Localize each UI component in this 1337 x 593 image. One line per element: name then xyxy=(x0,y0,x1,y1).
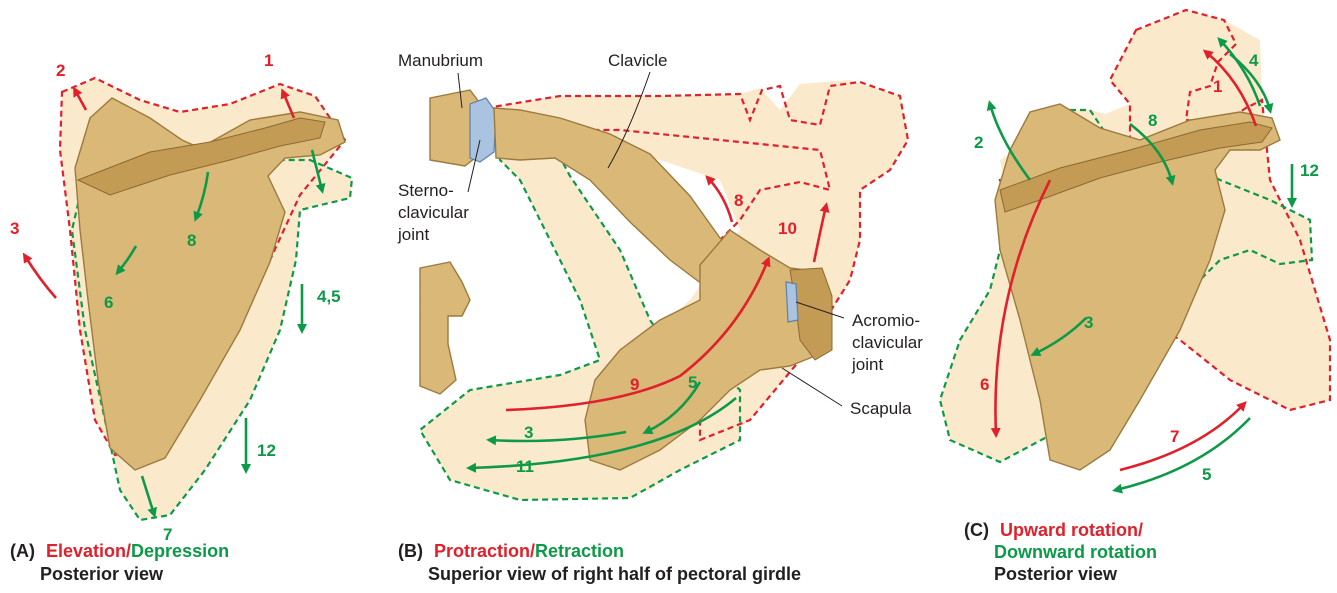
panel-c: 4 1 2 8 12 3 6 7 5 (C) Upward rotation/ … xyxy=(940,10,1330,584)
arrow-5c xyxy=(1116,418,1250,490)
caption-a-green: Depression xyxy=(131,541,229,561)
num-8b: 8 xyxy=(734,191,743,210)
num-1: 1 xyxy=(264,51,273,70)
num-4c: 4 xyxy=(1249,51,1259,70)
caption-b-green: Retraction xyxy=(535,541,624,561)
label-acromio-2: clavicular xyxy=(852,333,923,352)
caption-c-red: Upward rotation/ xyxy=(1000,520,1143,540)
num-8c: 8 xyxy=(1148,111,1157,130)
caption-b-red: Protraction/ xyxy=(434,541,535,561)
rib-fragment xyxy=(420,262,470,394)
num-7c: 7 xyxy=(1170,427,1179,446)
arrow-3 xyxy=(25,256,56,298)
num-2: 2 xyxy=(56,61,65,80)
num-12c: 12 xyxy=(1300,161,1319,180)
num-10: 10 xyxy=(778,219,797,238)
label-clavicle: Clavicle xyxy=(608,51,668,70)
label-sterno-2: clavicular xyxy=(398,203,469,222)
caption-a-letter: (A) xyxy=(10,541,35,561)
caption-c-view: Posterior view xyxy=(994,564,1118,584)
label-manubrium: Manubrium xyxy=(398,51,483,70)
arrow-7c xyxy=(1120,404,1244,470)
caption-a-view: Posterior view xyxy=(40,564,164,584)
caption-c-letter: (C) xyxy=(964,520,989,540)
caption-c-line1: (C) Upward rotation/ xyxy=(964,520,1143,540)
num-1c: 1 xyxy=(1213,77,1222,96)
num-2c: 2 xyxy=(974,133,983,152)
num-9: 9 xyxy=(630,375,639,394)
num-45: 4,5 xyxy=(317,287,341,306)
leader-scapula xyxy=(782,368,842,406)
num-5c: 5 xyxy=(1202,465,1211,484)
caption-c-green: Downward rotation xyxy=(994,542,1157,562)
num-3b: 3 xyxy=(524,423,533,442)
num-3: 3 xyxy=(10,219,19,238)
num-6c: 6 xyxy=(980,375,989,394)
num-12: 12 xyxy=(257,441,276,460)
num-6: 6 xyxy=(104,293,113,312)
caption-b-letter: (B) xyxy=(398,541,423,561)
label-acromio-3: joint xyxy=(851,355,883,374)
label-acromio-1: Acromio- xyxy=(852,311,920,330)
sternoclavicular-disc xyxy=(470,98,496,162)
caption-a-line1: (A) Elevation/Depression xyxy=(10,541,229,561)
caption-a-red: Elevation/ xyxy=(46,541,131,561)
label-sterno-3: joint xyxy=(397,225,429,244)
caption-b-view: Superior view of right half of pectoral … xyxy=(428,564,801,584)
label-scapula: Scapula xyxy=(850,399,912,418)
label-sterno-1: Sterno- xyxy=(398,181,454,200)
panel-b: Manubrium Clavicle Sterno- clavicular jo… xyxy=(397,51,923,584)
num-5b: 5 xyxy=(688,373,697,392)
caption-b-line1: (B) Protraction/Retraction xyxy=(398,541,624,561)
num-11: 11 xyxy=(516,457,534,476)
panel-a: 1 2 3 8 6 4,5 12 7 (A) Elevation/Depress… xyxy=(10,51,352,584)
num-3c: 3 xyxy=(1084,313,1093,332)
num-8: 8 xyxy=(187,231,196,250)
